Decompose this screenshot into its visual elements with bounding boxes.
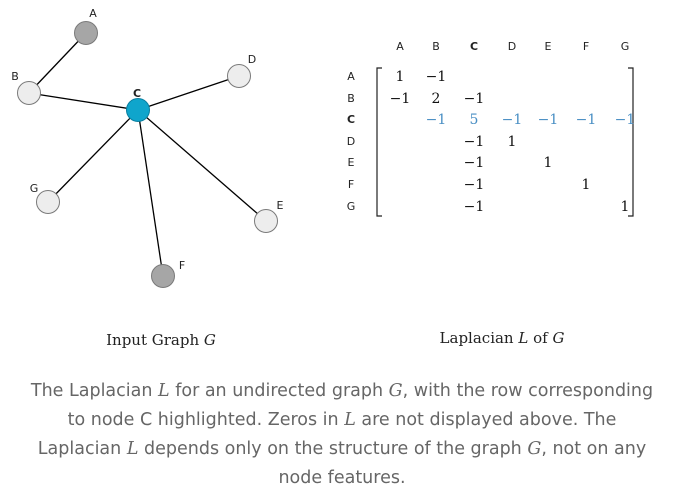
figure-caption: The Laplacian L for an undirected graph … xyxy=(30,381,654,488)
left-bracket xyxy=(376,67,382,217)
row-header-a: A xyxy=(347,70,355,83)
node-label-e: E xyxy=(277,199,284,212)
edge-c-d xyxy=(137,75,240,111)
node-label-b: B xyxy=(11,70,19,83)
matrix-cell-d-c: −1 xyxy=(464,134,485,150)
edge-a-b xyxy=(28,32,87,94)
matrix-cell-d-d: 1 xyxy=(508,134,517,150)
matrix-cell-c-e: −1 xyxy=(538,112,559,128)
graph-node-labels: A B C D E F G xyxy=(11,7,283,272)
matrix-cells: 1 −1 −1 2 −1 −1 5 −1 −1 −1 −1 −1 1 −1 1 −1 1 −1 1 xyxy=(390,69,636,215)
input-graph: A B C D E F G xyxy=(11,7,284,288)
node-a xyxy=(74,21,98,45)
column-header-d: D xyxy=(508,40,516,53)
node-label-f: F xyxy=(179,259,185,272)
column-header-f: F xyxy=(583,40,589,53)
matrix-cell-c-f: −1 xyxy=(576,112,597,128)
node-f xyxy=(151,264,175,288)
column-header-b: B xyxy=(432,40,440,53)
graph-nodes xyxy=(17,21,278,288)
matrix-cell-b-c: −1 xyxy=(464,91,485,107)
matrix-column-headers: A B C D E F G xyxy=(396,40,629,53)
matrix-cell-c-d: −1 xyxy=(502,112,523,128)
matrix-caption: Laplacian L of G xyxy=(440,329,565,347)
column-header-a: A xyxy=(396,40,404,53)
edge-c-e xyxy=(137,109,267,222)
matrix-cell-g-g: 1 xyxy=(621,199,630,215)
node-e xyxy=(254,209,278,233)
node-g xyxy=(36,190,60,214)
node-label-a: A xyxy=(89,7,97,20)
node-label-d: D xyxy=(248,53,256,66)
edge-b-c xyxy=(28,92,139,111)
row-header-b: B xyxy=(347,92,355,105)
row-header-f: F xyxy=(348,178,354,191)
matrix-cell-a-a: 1 xyxy=(396,69,405,85)
matrix-cell-c-b: −1 xyxy=(426,112,447,128)
column-header-e: E xyxy=(545,40,552,53)
node-label-c: C xyxy=(133,87,141,100)
matrix-cell-f-f: 1 xyxy=(582,177,591,193)
row-header-c: C xyxy=(347,113,355,126)
matrix-cell-c-c: 5 xyxy=(470,112,479,128)
matrix-cell-g-c: −1 xyxy=(464,199,485,215)
column-header-g: G xyxy=(621,40,630,53)
matrix-cell-a-b: −1 xyxy=(426,69,447,85)
edge-c-f xyxy=(137,109,164,277)
node-label-g: G xyxy=(30,182,39,195)
matrix-cell-f-c: −1 xyxy=(464,177,485,193)
row-header-d: D xyxy=(347,135,355,148)
row-header-g: G xyxy=(347,200,356,213)
matrix-cell-b-a: −1 xyxy=(390,91,411,107)
node-c xyxy=(126,98,150,122)
node-b xyxy=(17,81,41,105)
edge-c-g xyxy=(47,109,139,203)
column-header-c: C xyxy=(470,40,478,53)
graph-caption: Input Graph G xyxy=(106,331,216,349)
matrix-cell-c-g: −1 xyxy=(615,112,636,128)
node-d xyxy=(227,64,251,88)
matrix-cell-e-e: 1 xyxy=(544,155,553,171)
right-bracket xyxy=(628,67,634,217)
row-header-e: E xyxy=(348,156,355,169)
graph-edges xyxy=(28,32,267,277)
matrix-cell-e-c: −1 xyxy=(464,155,485,171)
matrix-cell-b-b: 2 xyxy=(432,91,441,107)
